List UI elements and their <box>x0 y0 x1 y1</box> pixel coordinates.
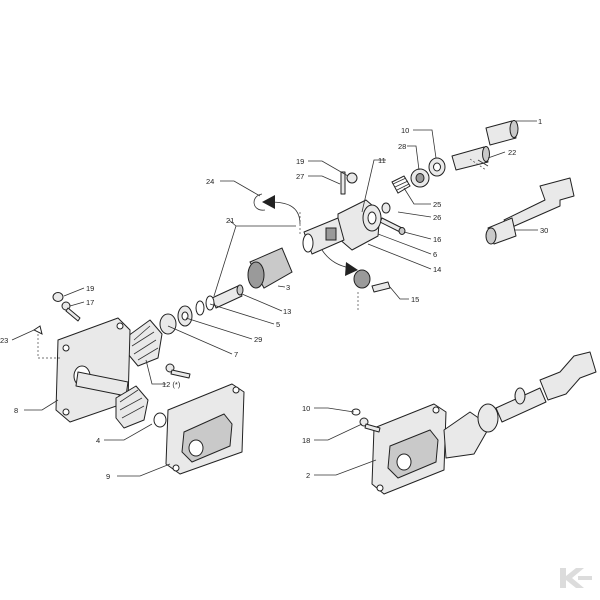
callout-labels: 1 2 3 4 5 6 7 8 9 10 10 11 12 (*) 13 14 … <box>0 117 548 481</box>
callout-2: 2 <box>306 471 310 480</box>
callout-26: 26 <box>433 213 441 222</box>
callout-4: 4 <box>96 436 100 445</box>
bolt-16-part <box>379 217 406 235</box>
output-shaft-part <box>75 371 149 429</box>
washer-23-part <box>33 325 60 359</box>
callout-10-bottom: 10 <box>302 404 310 413</box>
callout-3: 3 <box>286 283 290 292</box>
grub-screw-part <box>299 212 359 312</box>
washer-26-part <box>381 202 391 214</box>
callout-24: 24 <box>206 177 214 186</box>
cover-3-part <box>247 247 293 289</box>
knob-part <box>353 269 391 293</box>
clip-24-part <box>253 193 266 211</box>
callout-19-top: 19 <box>296 157 304 166</box>
callout-15: 15 <box>411 295 419 304</box>
callout-18: 18 <box>302 436 310 445</box>
callout-8: 8 <box>14 406 18 415</box>
bolt-18-part <box>359 417 381 433</box>
callout-25: 25 <box>433 200 441 209</box>
gear-housing-part <box>302 199 382 255</box>
spring-25-part <box>391 175 411 194</box>
bushing-7-part <box>159 313 177 335</box>
arrow-down-right-icon <box>321 249 358 276</box>
callout-13: 13 <box>283 307 291 316</box>
callout-17: 17 <box>86 298 94 307</box>
callout-9: 9 <box>106 472 110 481</box>
callout-5: 5 <box>276 320 280 329</box>
callout-16: 16 <box>433 235 441 244</box>
callout-12: 12 (*) <box>162 380 181 389</box>
callout-22: 22 <box>508 148 516 157</box>
input-shaft-13-part <box>211 284 244 309</box>
callout-10-top: 10 <box>401 126 409 135</box>
callout-1: 1 <box>538 117 542 126</box>
brand-k-logo-icon <box>560 568 592 588</box>
callout-19-left: 19 <box>86 284 94 293</box>
callout-7: 7 <box>234 350 238 359</box>
nut-10-part <box>428 157 446 177</box>
bearing-29-part <box>177 305 193 327</box>
callout-21: 21 <box>226 216 234 225</box>
callout-14: 14 <box>433 265 441 274</box>
nut-19-left-part <box>52 292 64 302</box>
complete-gearbox-2-part <box>371 351 597 495</box>
callout-23: 23 <box>0 336 8 345</box>
bushing-28-part <box>410 168 430 188</box>
callout-27: 27 <box>296 172 304 181</box>
bolt-12-part <box>165 363 191 379</box>
callout-6: 6 <box>433 250 437 259</box>
bolt-17-part <box>61 301 81 322</box>
bevel-gear-large-part <box>127 319 163 367</box>
callout-28: 28 <box>398 142 406 151</box>
callout-11: 11 <box>378 156 386 165</box>
nut-19-top-part <box>346 172 358 184</box>
spacer-5-part <box>195 295 215 316</box>
callout-29: 29 <box>254 335 262 344</box>
leader-lines <box>11 120 538 477</box>
callout-30: 30 <box>540 226 548 235</box>
seal-4-part <box>153 412 167 428</box>
arrow-up-left-icon <box>262 195 301 225</box>
shaft-sleeve-part <box>451 120 519 171</box>
pin-27-part <box>340 171 346 195</box>
pin-22-part <box>469 158 489 171</box>
drive-shaft-30-part <box>485 177 575 245</box>
gearbox-cover-9-part <box>165 383 245 475</box>
